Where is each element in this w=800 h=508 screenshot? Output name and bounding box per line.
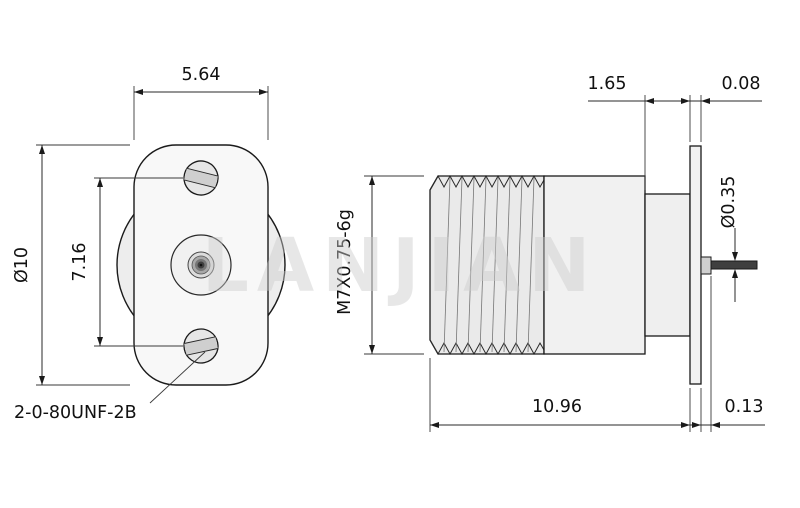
mounting-hole-callout: 2-0-80UNF-2B [14, 351, 206, 423]
dim-body-length-label: 10.96 [532, 397, 582, 417]
dim-flange-diameter: Ø10 [12, 144, 130, 386]
dim-hole-spacing-label: 7.16 [70, 243, 90, 282]
dim-pin-step-label: 0.13 [725, 397, 764, 417]
dim-top-row: 1.65 0.08 [588, 74, 762, 190]
dim-thread-spec: M7X0.75-6g [335, 175, 424, 355]
dim-pin-diameter: Ø0.35 [719, 176, 739, 302]
dim-bottom-row: 10.96 0.13 [429, 276, 765, 432]
insulator-step [700, 256, 712, 275]
dim-flange-diameter-label: Ø10 [12, 247, 32, 283]
mounting-hole-top [183, 160, 219, 196]
dim-flange-width-label: 5.64 [182, 65, 221, 85]
contact-pin [710, 260, 758, 270]
dim-flange-width: 5.64 [133, 65, 269, 140]
dim-neck-length-label: 1.65 [588, 74, 627, 94]
flange-plate [689, 145, 702, 385]
dim-flange-thickness-label: 0.08 [722, 74, 761, 94]
thread-spec-label: M7X0.75-6g [335, 209, 355, 315]
watermark-text: LANJIAN [202, 223, 599, 309]
dim-pin-diameter-label: Ø0.35 [719, 176, 739, 229]
body-section [543, 175, 646, 355]
mounting-hole-bottom [183, 328, 219, 364]
side-view: M7X0.75-6g 1.65 0.08 Ø0.35 [335, 74, 765, 432]
dim-hole-spacing: 7.16 [70, 177, 183, 347]
front-view: 5.64 Ø10 7.16 2-0-80UNF-2B [12, 65, 286, 423]
neck-section [644, 193, 691, 337]
mounting-hole-thread-label: 2-0-80UNF-2B [14, 403, 137, 423]
center-contact [170, 234, 232, 296]
thread-section [429, 174, 545, 356]
leader-line [149, 351, 206, 404]
